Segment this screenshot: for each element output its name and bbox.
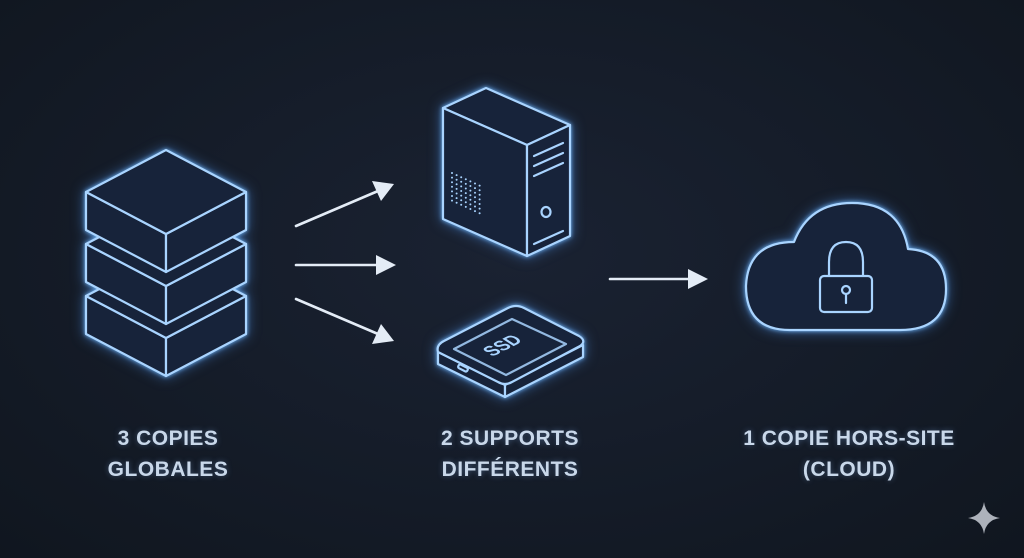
vent-dot (469, 198, 472, 201)
vent-dot (474, 187, 476, 190)
vent-dot (464, 205, 467, 208)
vent-dot (451, 190, 453, 193)
vent-dot (451, 172, 453, 174)
vent-dot (469, 180, 472, 183)
sparkle-icon (968, 502, 1000, 534)
vent-dot (469, 185, 472, 187)
vent-dot (455, 183, 458, 186)
vent-dot (464, 187, 467, 190)
arrow-to-middle (294, 255, 396, 275)
vent-dot (455, 201, 458, 204)
vent-dot (478, 193, 481, 196)
vent-dot (474, 200, 476, 203)
label-offsite-copy-line2: (CLOUD) (802, 458, 896, 481)
front-vent (532, 229, 565, 246)
vent-dot (451, 176, 453, 179)
vent-dot (455, 174, 458, 177)
arrow-to-ssd (294, 297, 394, 344)
vent-dot (455, 197, 458, 200)
vent-dot (451, 195, 453, 197)
portable-ssd-icon: SSD (436, 304, 585, 399)
vent-dot (451, 181, 453, 184)
vent-dot (464, 196, 467, 199)
vent-dot (478, 203, 481, 205)
drive-bay-2 (532, 151, 565, 168)
label-three-copies-line2: GLOBALES (107, 458, 229, 481)
vent-dot (464, 192, 467, 195)
vent-dot (469, 194, 472, 197)
vent-dot (455, 187, 458, 190)
side-vent-dots (451, 172, 481, 215)
vent-dot (478, 198, 481, 201)
vent-dot (469, 189, 472, 192)
arrow-to-cloud (608, 269, 708, 289)
vent-dot (464, 182, 467, 185)
vent-dot (464, 178, 467, 181)
cloud-lock-icon (744, 201, 948, 332)
vent-dot (469, 208, 472, 210)
vent-dot (474, 191, 476, 194)
drive-bay-1 (532, 141, 565, 158)
vent-dot (474, 205, 476, 208)
vent-dot (460, 176, 463, 179)
vent-dot (460, 199, 463, 202)
drive-bay-3 (532, 161, 565, 178)
stack-block-top (84, 148, 248, 274)
vent-dot (455, 192, 458, 195)
database-stack-icon (84, 148, 248, 378)
vent-dot (474, 182, 476, 185)
vent-dot (478, 212, 481, 215)
server-tower-icon (441, 86, 572, 258)
vent-dot (460, 180, 463, 183)
arrow-to-server (294, 181, 394, 228)
vent-dot (474, 210, 476, 213)
label-three-copies: 3 COPIES GLOBALES (78, 423, 258, 485)
label-three-copies-line1: 3 COPIES (117, 427, 219, 450)
vent-dot (460, 203, 463, 206)
vent-dot (478, 207, 481, 210)
vent-dot (478, 189, 481, 192)
vent-dot (455, 178, 458, 181)
label-offsite-copy: 1 COPIE HORS-SITE (CLOUD) (724, 423, 974, 485)
vent-dot (451, 199, 453, 202)
label-offsite-copy-line1: 1 COPIE HORS-SITE (743, 427, 955, 450)
vent-dot (451, 185, 453, 188)
vent-dot (460, 185, 463, 188)
label-two-supports-line1: 2 SUPPORTS (440, 427, 580, 450)
label-two-supports: 2 SUPPORTS DIFFÉRENTS (410, 423, 610, 485)
vent-dot (469, 203, 472, 206)
label-two-supports-line2: DIFFÉRENTS (441, 458, 579, 481)
padlock-shackle (827, 240, 865, 280)
vent-dot (474, 196, 476, 199)
usb-port (457, 363, 469, 373)
vent-dot (460, 194, 463, 197)
vent-dot (460, 190, 463, 192)
vent-dot (478, 184, 481, 187)
power-button (540, 205, 552, 219)
vent-dot (464, 201, 467, 204)
